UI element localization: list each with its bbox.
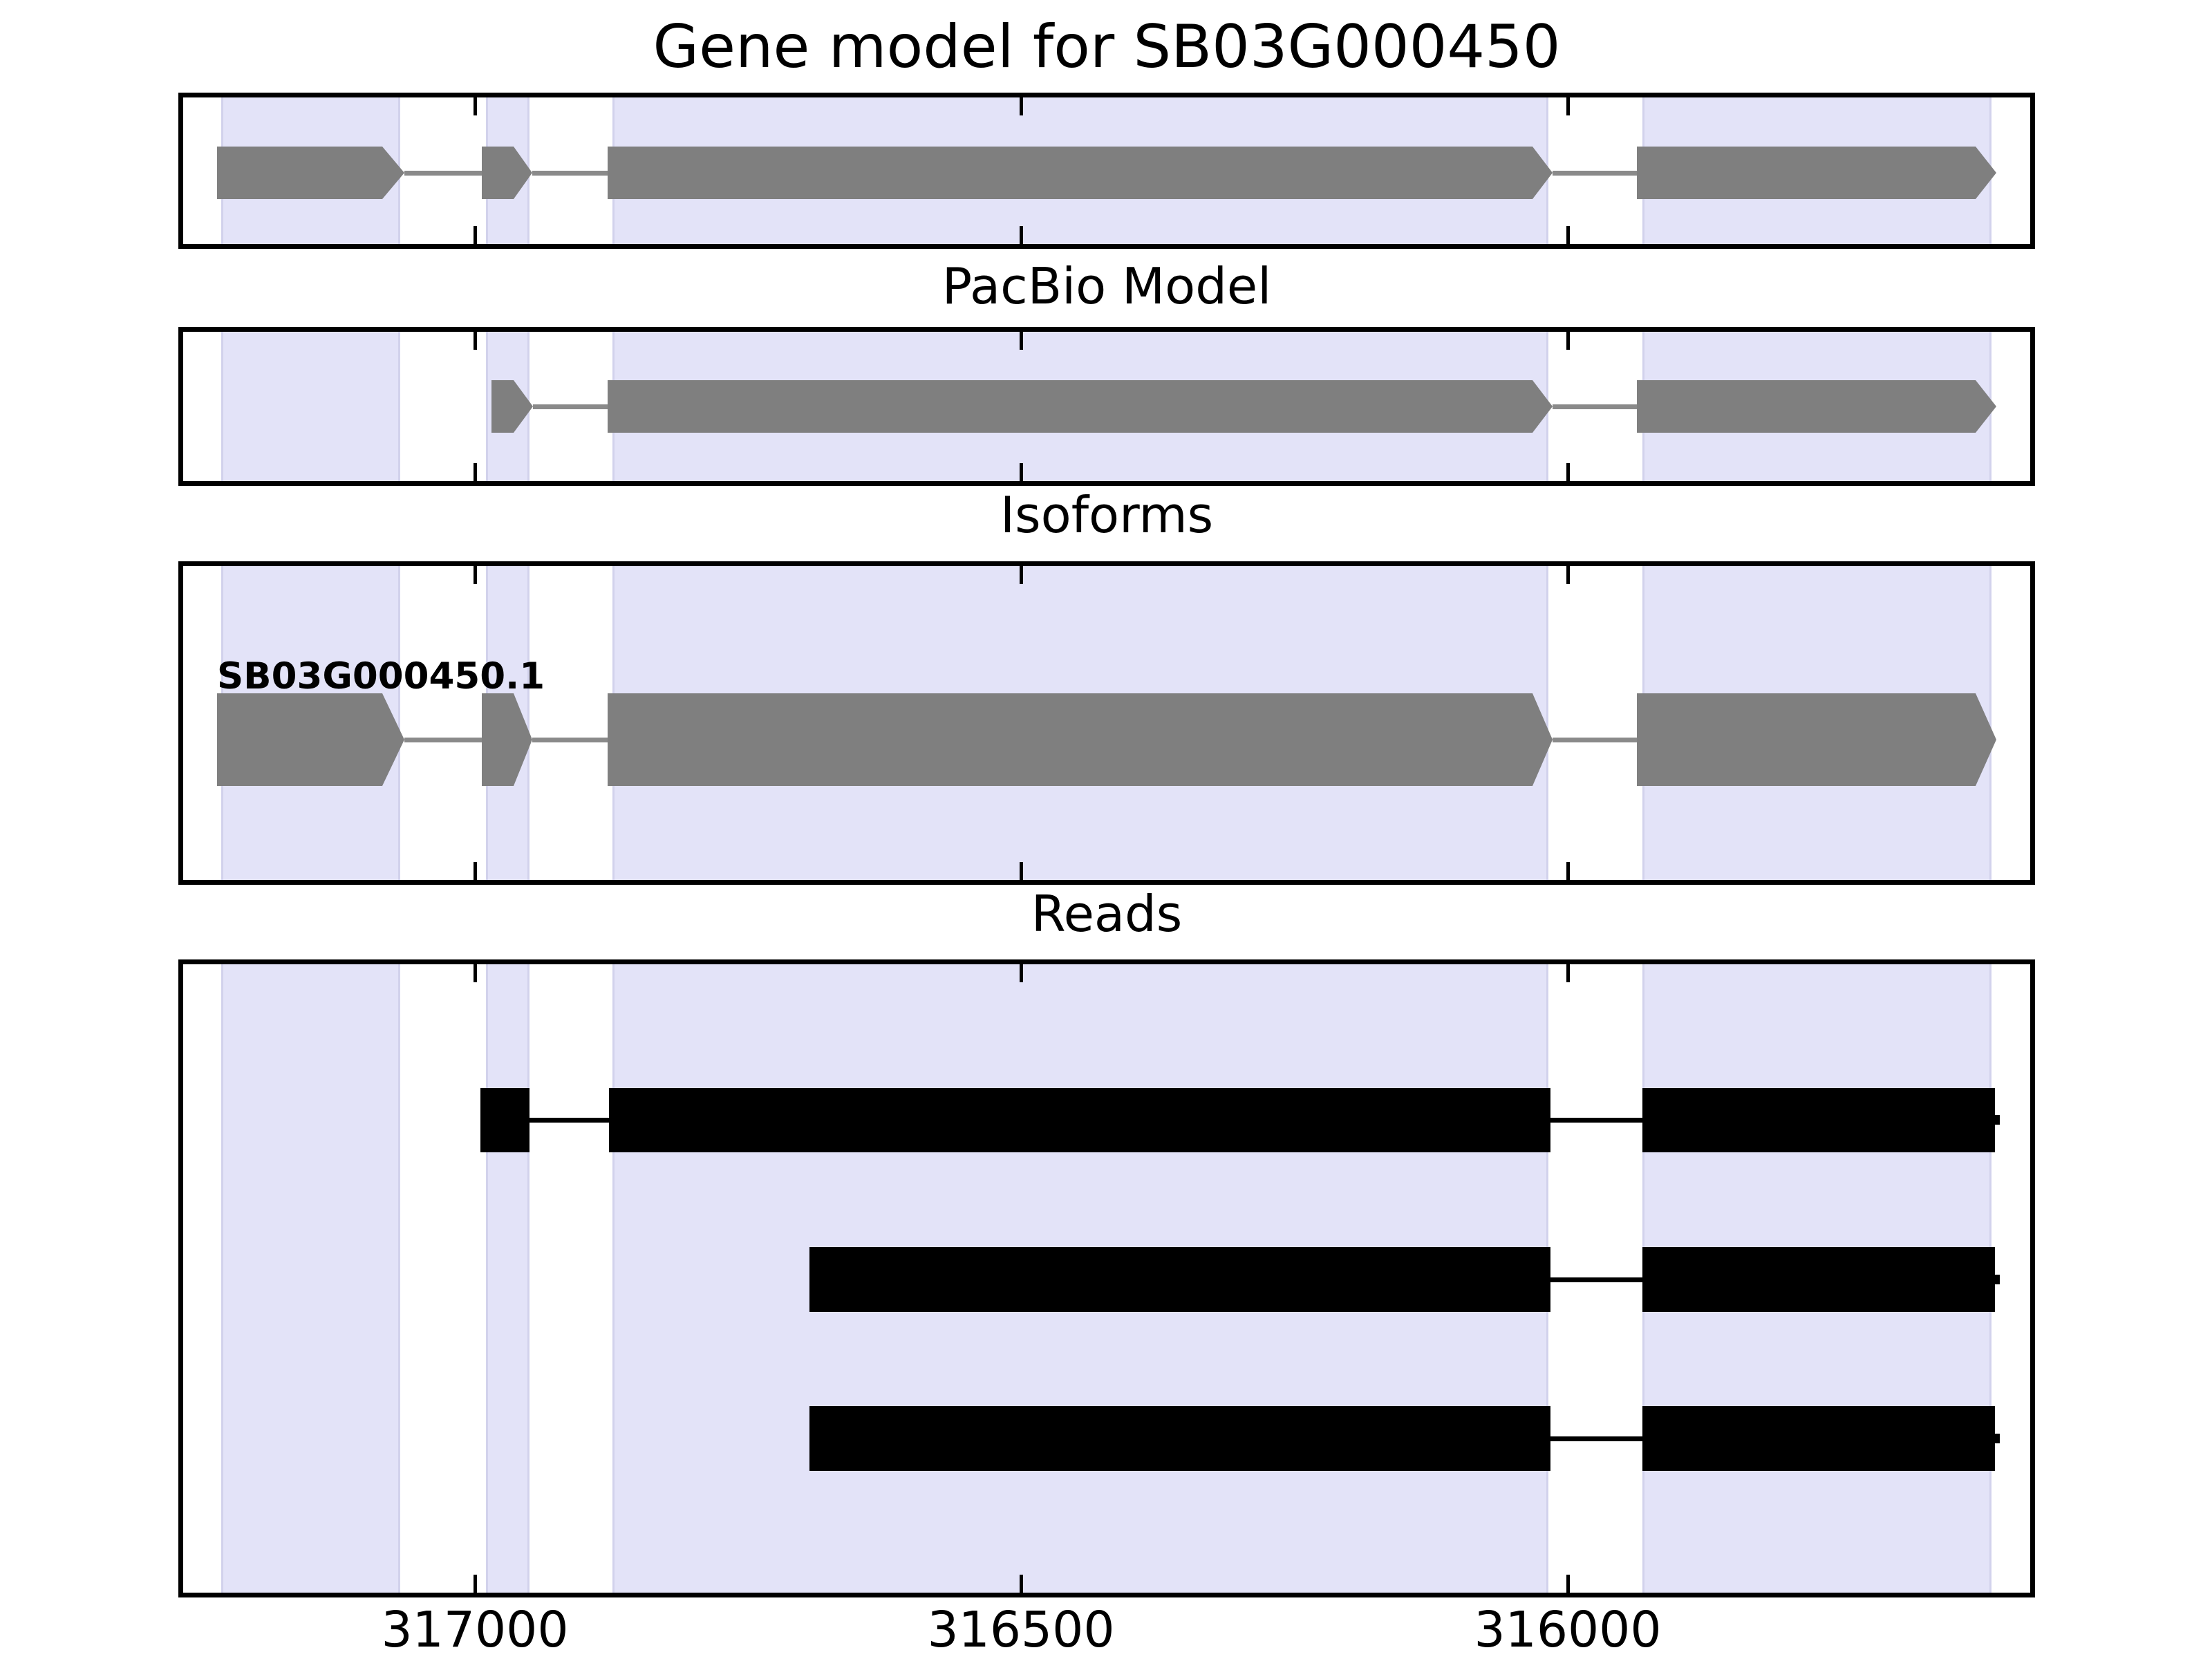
axis-tick-mark	[1566, 862, 1570, 880]
axis-tick-mark	[1566, 566, 1570, 584]
exon-arrow	[1637, 380, 1996, 433]
read-end-nub	[1994, 1434, 2000, 1443]
isoforms-track-title: Isoforms	[1000, 486, 1214, 544]
axis-tick-mark	[474, 566, 477, 584]
axis-tick-mark	[1566, 1575, 1570, 1593]
x-tick-label: 316500	[927, 1601, 1115, 1658]
axis-tick-mark	[474, 97, 477, 115]
axis-tick-mark	[474, 862, 477, 880]
exon-arrow	[1637, 147, 1996, 199]
axis-tick-mark	[1566, 97, 1570, 115]
axis-tick-mark	[474, 332, 477, 350]
intron-line	[532, 738, 608, 742]
intron-line	[1553, 171, 1637, 176]
read-exon-block	[609, 1087, 1550, 1152]
read-intron-line	[529, 1118, 609, 1123]
axis-tick-mark	[1020, 964, 1023, 982]
isoform-label: SB03G000450.1	[217, 655, 545, 697]
exon-arrow	[217, 147, 404, 199]
panel-pacbio	[178, 327, 2035, 486]
axis-tick-mark	[1566, 964, 1570, 982]
panel-reads	[178, 959, 2035, 1597]
intron-line	[533, 404, 608, 409]
exon-arrow	[608, 147, 1553, 199]
axis-tick-mark	[1020, 226, 1023, 244]
reads-track-title: Reads	[1031, 885, 1183, 943]
panel-isoforms: SB03G000450.1	[178, 561, 2035, 885]
read-intron-line	[1550, 1118, 1642, 1123]
axis-tick-mark	[1566, 226, 1570, 244]
read-intron-line	[1550, 1436, 1642, 1441]
intron-line	[404, 738, 482, 742]
exon-highlight-band	[486, 964, 529, 1593]
x-tick-label: 316000	[1474, 1601, 1662, 1658]
intron-line	[404, 171, 482, 176]
axis-tick-mark	[1020, 862, 1023, 880]
read-exon-block	[480, 1087, 529, 1152]
read-exon-block	[809, 1406, 1550, 1471]
axis-tick-mark	[474, 1575, 477, 1593]
axis-tick-mark	[1020, 332, 1023, 350]
intron-line	[532, 171, 608, 176]
exon-highlight-band	[221, 964, 400, 1593]
panel-gene_model	[178, 93, 2035, 249]
exon-arrow	[217, 693, 404, 786]
exon-arrow	[608, 380, 1553, 433]
read-exon-block	[1642, 1247, 1995, 1312]
read-end-nub	[1994, 1275, 2000, 1284]
axis-tick-mark	[1020, 463, 1023, 481]
figure-title: Gene model for SB03G000450	[653, 12, 1561, 82]
axis-tick-mark	[474, 463, 477, 481]
axis-tick-mark	[1020, 566, 1023, 584]
pacbio-track-title: PacBio Model	[941, 257, 1272, 315]
axis-tick-mark	[1020, 97, 1023, 115]
axis-tick-mark	[1020, 1575, 1023, 1593]
axis-tick-mark	[474, 226, 477, 244]
read-exon-block	[1642, 1087, 1995, 1152]
read-exon-block	[1642, 1406, 1995, 1471]
axis-tick-mark	[474, 964, 477, 982]
read-exon-block	[809, 1247, 1550, 1312]
exon-highlight-band	[221, 332, 400, 481]
axis-tick-mark	[1566, 332, 1570, 350]
intron-line	[1553, 738, 1637, 742]
x-tick-label: 317000	[381, 1601, 569, 1658]
exon-arrow	[1637, 693, 1996, 786]
read-intron-line	[1550, 1277, 1642, 1282]
intron-line	[1553, 404, 1637, 409]
read-end-nub	[1994, 1115, 2000, 1125]
axis-tick-mark	[1566, 463, 1570, 481]
exon-arrow	[608, 693, 1553, 786]
